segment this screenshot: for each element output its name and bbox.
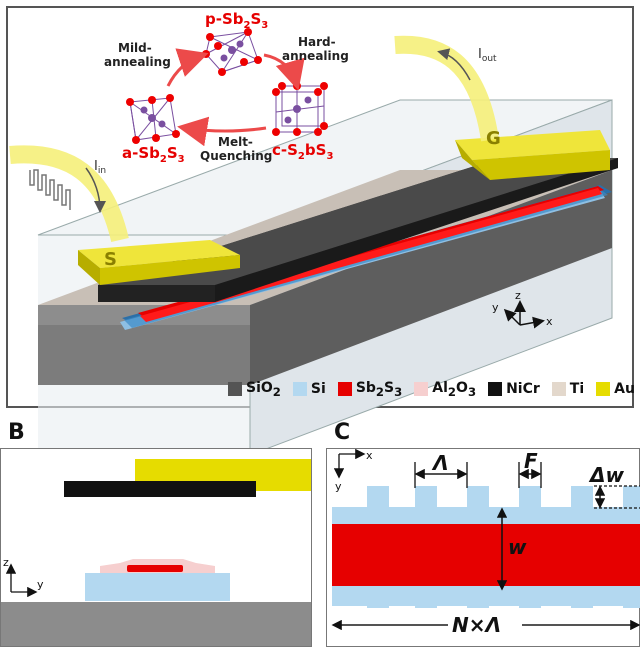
legend-label-sb2s3: Sb2S3	[355, 380, 403, 399]
legend-label-si: Si	[310, 381, 326, 398]
grating-teeth-bottom	[367, 590, 640, 608]
legend-item-ti: Ti	[551, 380, 585, 399]
period-dimension	[414, 462, 468, 488]
output-wire	[394, 35, 499, 142]
grating-teeth-top	[367, 486, 640, 508]
fill-label: F	[524, 449, 538, 473]
pad-g-label: G	[486, 128, 501, 149]
legend-item-sb2s3: Sb2S3	[337, 380, 403, 399]
hard-annealing-arrow	[263, 53, 305, 91]
hard-annealing-label-2: annealing	[282, 49, 349, 63]
delta-w-label: Δw	[588, 463, 624, 487]
mild-annealing-arrow	[166, 48, 209, 87]
legend-label-nicr: NiCr	[506, 381, 540, 398]
legend-swatch-si	[292, 382, 307, 397]
melt-quenching-label-2: Quenching	[200, 149, 272, 163]
svg-text:y: y	[37, 578, 44, 591]
panel-b-letter: B	[8, 420, 25, 445]
svg-text:z: z	[515, 289, 521, 302]
legend-swatch-sio2	[228, 382, 242, 397]
grating-si-body	[332, 507, 640, 524]
melt-quenching-label-1: Melt-	[218, 135, 253, 149]
length-label: N×Λ	[452, 613, 501, 637]
output-current-arrow	[437, 48, 471, 81]
delta-w-dimension	[594, 485, 640, 509]
legend-swatch-al2o3	[414, 382, 429, 397]
axes-c: x y	[333, 448, 373, 493]
svg-text:x: x	[546, 315, 553, 328]
legend-swatch-sb2s3	[337, 382, 352, 397]
pad-s-label: S	[104, 249, 117, 270]
grating-sb2s3-core	[332, 524, 640, 586]
crystal-a-phase-icon	[126, 94, 180, 144]
legend-label-ti: Ti	[569, 381, 585, 398]
legend-item-sio2: SiO2	[228, 380, 281, 399]
cross-section-nicr	[64, 481, 256, 497]
legend-item-al2o3: Al2O3	[414, 380, 476, 399]
axes-b: z y	[3, 556, 44, 598]
phase-label-top: p-Sb2S3	[205, 10, 268, 31]
input-current-arrow	[85, 167, 106, 213]
legend-label-al2o3: Al2O3	[432, 380, 477, 399]
legend-label-au: Au	[614, 381, 635, 398]
svg-text:x: x	[366, 449, 373, 462]
input-wire	[9, 145, 129, 243]
input-current-label: Iin	[94, 159, 106, 176]
svg-text:y: y	[335, 480, 342, 493]
mild-annealing-label-1: Mild-	[118, 41, 152, 55]
fill-dimension	[518, 462, 542, 488]
legend-item-nicr: NiCr	[488, 380, 540, 399]
grating-si-bottom	[332, 586, 640, 590]
period-label: Λ	[431, 451, 448, 475]
legend-item-si: Si	[292, 380, 326, 399]
gold-pad-s[interactable]	[78, 240, 240, 285]
hard-annealing-label-1: Hard-	[298, 35, 336, 49]
legend-swatch-au	[596, 382, 611, 397]
panel-c-letter: C	[334, 420, 351, 445]
mild-annealing-label-2: annealing	[104, 55, 171, 69]
output-current-label: Iout	[478, 47, 497, 64]
width-label: w	[508, 535, 527, 559]
material-legend: SiO2 Si Sb2S3 Al2O3 NiCr Ti Au	[228, 380, 635, 399]
legend-swatch-ti	[551, 382, 566, 397]
svg-text:y: y	[492, 301, 499, 314]
phase-label-left: a-Sb2S3	[122, 144, 185, 165]
legend-item-au: Au	[596, 380, 635, 399]
legend-swatch-nicr	[488, 382, 503, 397]
axes-a: z x y	[492, 289, 553, 329]
melt-quenching-arrow	[177, 116, 267, 147]
svg-text:z: z	[3, 556, 9, 569]
pulse-train-icon	[29, 169, 71, 210]
phase-label-right: c-S2bS3	[272, 141, 333, 162]
cross-section-sb2s3	[127, 565, 183, 572]
legend-label-sio2: SiO2	[246, 380, 281, 399]
cross-section-si-waveguide	[85, 573, 230, 601]
cross-section-substrate	[1, 602, 311, 646]
